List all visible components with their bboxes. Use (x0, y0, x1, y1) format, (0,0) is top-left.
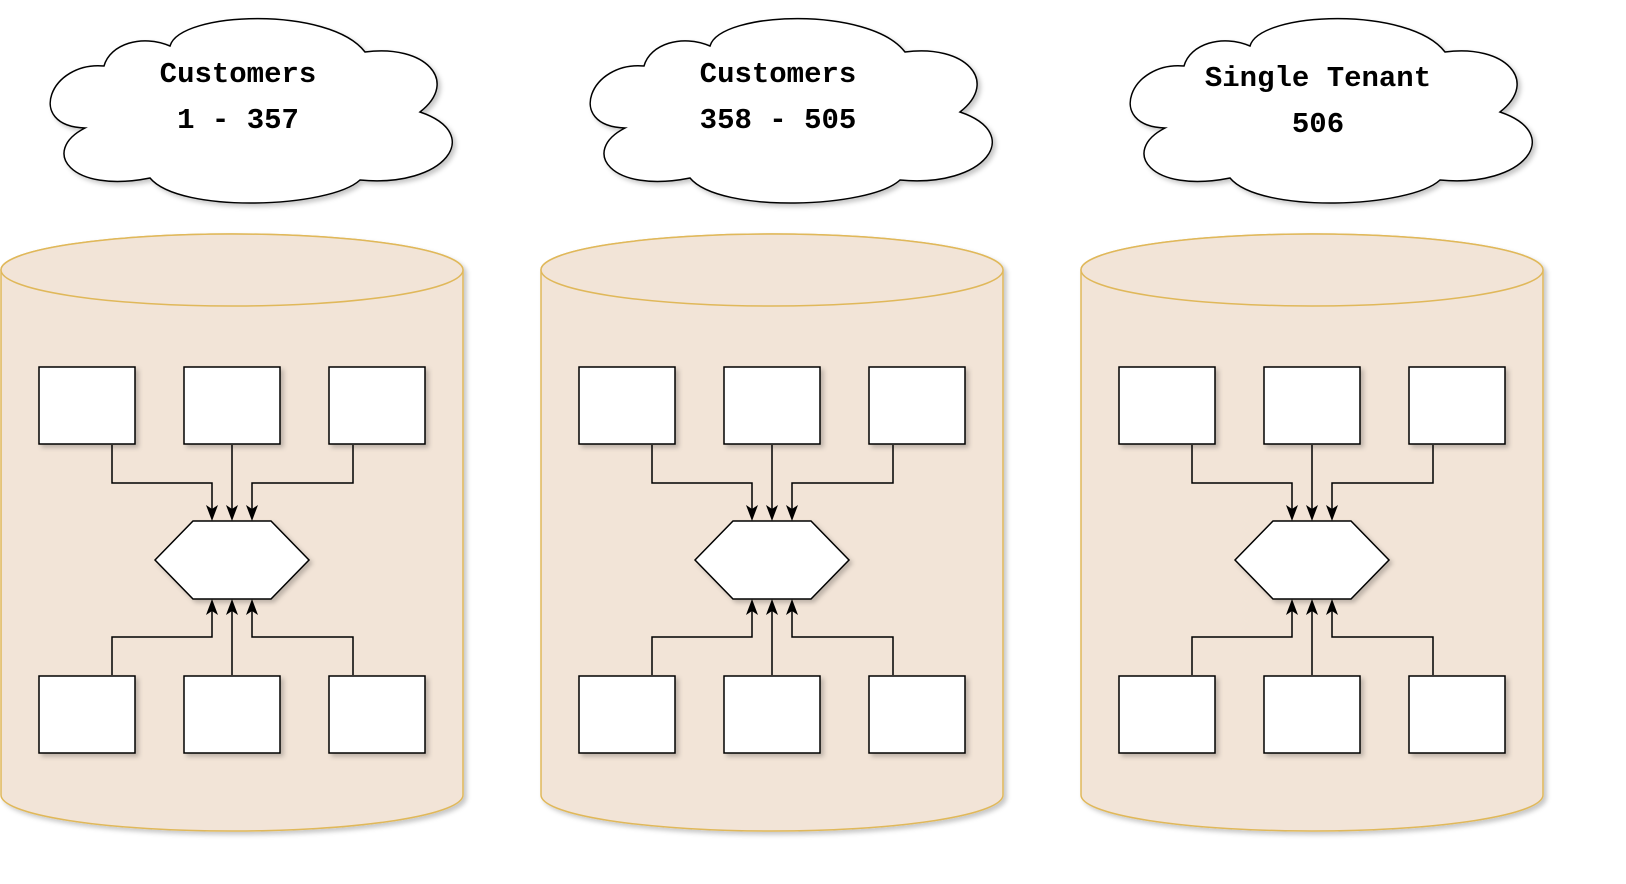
cylinder-top (540, 233, 1004, 307)
arrowhead-down (786, 505, 798, 521)
tenant-label-line1: Customers (160, 58, 317, 91)
table-boxes (38, 366, 426, 754)
table-box-top (578, 366, 676, 445)
table-boxes (1118, 366, 1506, 754)
table-box-bottom (868, 675, 966, 754)
connectors (1191, 445, 1434, 675)
connector-line (651, 608, 753, 675)
table-box-bottom (723, 675, 821, 754)
connectors (111, 445, 354, 675)
arrowhead-down (1326, 505, 1338, 521)
cylinder-top (0, 233, 464, 307)
table-box-bottom (1408, 675, 1506, 754)
tenant-label-line2: 358 - 505 (700, 104, 857, 137)
table-box-bottom (183, 675, 281, 754)
tenant-label-line2: 1 - 357 (177, 104, 299, 137)
table-box-bottom (1118, 675, 1216, 754)
connector-line (251, 445, 354, 512)
cloud-shape (589, 17, 993, 204)
table-box-top (38, 366, 136, 445)
connector-line (1191, 445, 1293, 512)
arrowhead-down (226, 505, 238, 521)
hub-hexagon (1233, 520, 1391, 600)
arrowhead-up (746, 599, 758, 615)
tenant-label-line1: Single Tenant (1205, 62, 1431, 95)
tenant-label-line2: 506 (1292, 108, 1344, 141)
tenant-group-3: Single Tenant 506 (1080, 17, 1544, 832)
table-box-bottom (578, 675, 676, 754)
connector-line (791, 445, 894, 512)
schema-components (38, 366, 426, 754)
cloud-shape (1129, 17, 1533, 204)
table-box-top (1408, 366, 1506, 445)
arrowhead-up (766, 599, 778, 615)
table-box-top (183, 366, 281, 445)
arrowhead-up (1286, 599, 1298, 615)
tenant-cloud: Customers 1 - 357 (49, 17, 453, 204)
arrowhead-down (206, 505, 218, 521)
arrowhead-up (1306, 599, 1318, 615)
tenant-cloud: Single Tenant 506 (1129, 17, 1533, 204)
tenant-group-1: Customers 1 - 357 (0, 17, 464, 832)
table-box-bottom (328, 675, 426, 754)
connector-line (111, 608, 213, 675)
connector-line (651, 445, 753, 512)
hub-hexagon (153, 520, 311, 600)
arrowhead-up (1326, 599, 1338, 615)
arrowhead-down (246, 505, 258, 521)
connector-line (251, 608, 354, 675)
arrowhead-down (766, 505, 778, 521)
table-boxes (578, 366, 966, 754)
cylinder-top (1080, 233, 1544, 307)
tenant-label-line1: Customers (700, 58, 857, 91)
schema-components (578, 366, 966, 754)
arrowhead-up (246, 599, 258, 615)
tenant-group-2: Customers 358 - 505 (540, 17, 1004, 832)
table-box-top (1263, 366, 1361, 445)
arrowhead-up (206, 599, 218, 615)
table-box-top (328, 366, 426, 445)
table-box-top (723, 366, 821, 445)
connector-line (1331, 445, 1434, 512)
cloud-shape (49, 17, 453, 204)
schema-components (1118, 366, 1506, 754)
connector-line (1191, 608, 1293, 675)
connectors (651, 445, 894, 675)
hub-hexagon (693, 520, 851, 600)
table-box-top (1118, 366, 1216, 445)
arrowhead-up (226, 599, 238, 615)
table-box-top (868, 366, 966, 445)
arrowhead-down (746, 505, 758, 521)
table-box-bottom (38, 675, 136, 754)
tenant-cloud: Customers 358 - 505 (589, 17, 993, 204)
connector-line (791, 608, 894, 675)
arrowhead-down (1306, 505, 1318, 521)
connector-line (1331, 608, 1434, 675)
connector-line (111, 445, 213, 512)
arrowhead-up (786, 599, 798, 615)
arrowhead-down (1286, 505, 1298, 521)
table-box-bottom (1263, 675, 1361, 754)
